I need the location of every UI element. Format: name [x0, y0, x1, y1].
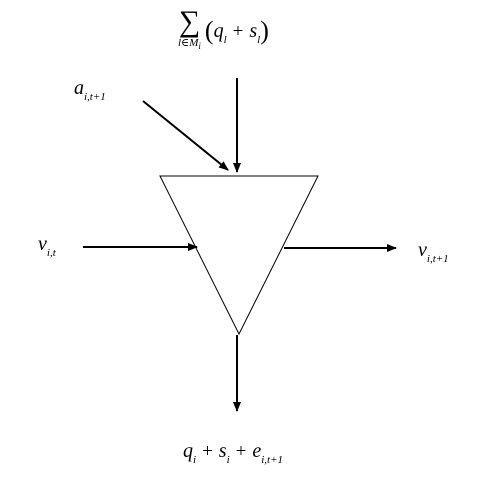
out-s-sub: i [226, 454, 230, 466]
v-out-main: ν [418, 239, 427, 261]
a-sub: i,t+1 [84, 91, 106, 103]
v-in-main: ν [38, 233, 47, 255]
out-plus-1: + [202, 441, 213, 462]
sum-s: s [249, 20, 258, 42]
sum-index-text: l∈M [178, 37, 199, 49]
out-q: q [183, 440, 193, 462]
v-out-sub: i,t+1 [426, 253, 449, 265]
a-main: a [74, 77, 84, 99]
arrow-diagonal-inflow [142, 100, 229, 171]
v-in-sub: i,t [46, 247, 56, 259]
sum-s-sub: l [257, 34, 261, 46]
sum-q-sub: l [223, 34, 227, 46]
sum-plus: + [232, 21, 244, 42]
out-s: s [218, 440, 227, 462]
out-q-sub: i [193, 454, 197, 466]
sum-open-paren: ( [204, 16, 214, 45]
sum-expression: (ql+sl) [204, 16, 269, 46]
label-outflow: qi+si+ei,t+1 [183, 440, 283, 466]
sum-index: l∈Mi [178, 37, 201, 51]
reservoir-triangle [159, 175, 319, 336]
sum-close-paren: ) [260, 16, 269, 45]
out-plus-2: + [235, 441, 247, 462]
label-v-in: νi,t [38, 233, 56, 259]
label-v-out: νi,t+1 [418, 239, 449, 265]
out-e: e [252, 440, 262, 462]
out-e-sub: i,t+1 [261, 454, 284, 466]
sum-symbol: ∑ [178, 5, 201, 38]
sum-operator: ∑ l∈Mi [178, 5, 201, 51]
label-sum-inflow: ∑ l∈Mi (ql+sl) [178, 5, 269, 51]
label-a-inflow: ai,t+1 [74, 77, 106, 103]
sum-q: q [213, 20, 224, 42]
sum-index-sub: i [198, 41, 201, 51]
